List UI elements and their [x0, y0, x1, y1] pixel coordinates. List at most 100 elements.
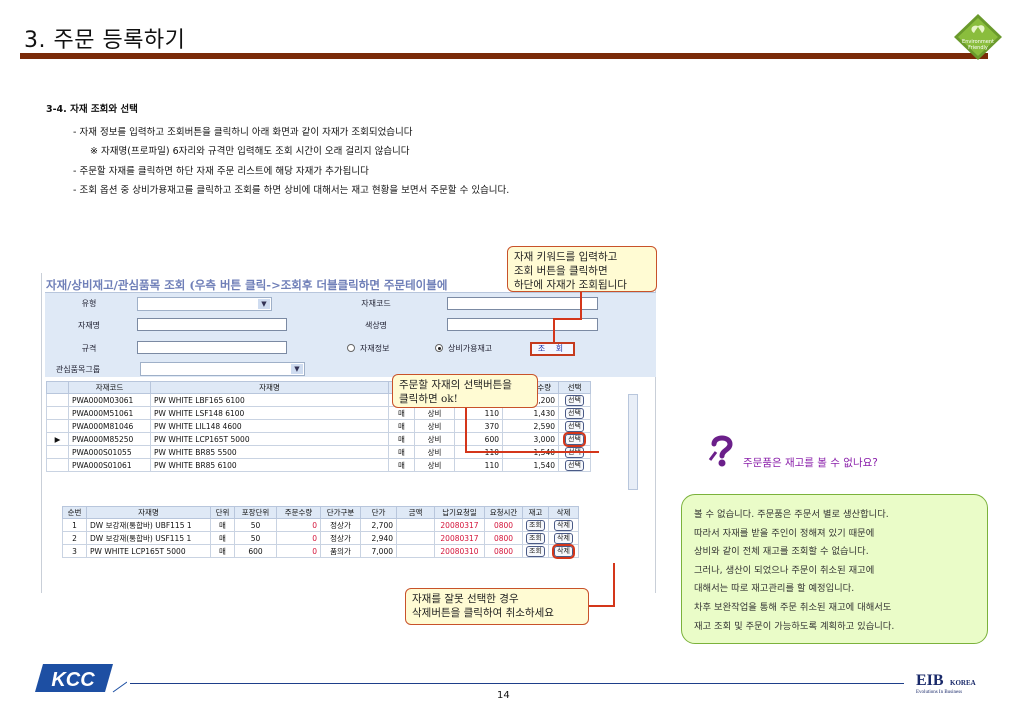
col-header: 금액: [396, 506, 435, 519]
kind-cell: 상비: [414, 419, 455, 433]
callout-search-tip: 자재 키워드를 입력하고 조회 버튼을 클릭하면 하단에 자재가 조회됩니다: [507, 246, 657, 292]
qa-answer-line: 재고 조회 및 주문이 가능하도록 계획하고 있습니다.: [694, 620, 895, 632]
select-button[interactable]: 선택: [565, 420, 584, 432]
svg-text:Environment: Environment: [962, 39, 994, 45]
delete-button[interactable]: 삭제: [554, 532, 573, 544]
order-date-cell[interactable]: 20080317: [434, 518, 485, 532]
radio-material-info[interactable]: [347, 344, 355, 352]
order-name-cell: DW 보강재(통합바) USF115 1: [86, 531, 211, 545]
order-qty-cell[interactable]: 0: [276, 544, 321, 558]
search-button[interactable]: 조 회: [530, 342, 575, 356]
order-time-cell[interactable]: 0800: [484, 518, 523, 532]
radio-material-info-label: 자재정보: [360, 344, 390, 353]
svg-text:KCC: KCC: [51, 669, 95, 691]
order-date-cell[interactable]: 20080317: [434, 531, 485, 545]
results-table: 자재코드 자재명 단 가용재고수량 선택 PWA000M03061 PW WHI…: [46, 381, 591, 472]
color-name-input[interactable]: [447, 318, 598, 331]
order-time-cell[interactable]: 0800: [484, 544, 523, 558]
stock-query-button[interactable]: 조회: [526, 519, 545, 531]
col-header: 단가구분: [320, 506, 361, 519]
callout-1-connector: [580, 290, 582, 318]
delete-cell: 삭제: [548, 531, 579, 545]
select-button[interactable]: 선택: [565, 459, 584, 471]
callout-2-connector: [465, 451, 599, 453]
kcc-logo: KCC: [35, 662, 128, 694]
delete-button[interactable]: 삭제: [554, 519, 573, 531]
svg-text:EIB: EIB: [916, 672, 944, 689]
callout-select-tip: 주문할 자재의 선택버튼을 클릭하면 ok!: [392, 374, 538, 408]
order-price-cell: 2,940: [360, 531, 397, 545]
stock-query-button[interactable]: 조회: [526, 532, 545, 544]
label-material-name: 자재명: [77, 321, 101, 330]
select-button[interactable]: 선택: [565, 394, 584, 406]
col-header: 자재명: [150, 381, 389, 394]
row-indicator: [46, 458, 69, 472]
col-header: 포장단위: [234, 506, 277, 519]
order-no-cell: 2: [62, 531, 87, 545]
material-name-cell: PW WHITE BR85 6100: [150, 458, 389, 472]
row-indicator: [46, 406, 69, 420]
callout-text: 삭제버튼을 클릭하여 취소하세요: [412, 607, 554, 619]
kind-cell: 상비: [414, 432, 455, 446]
order-pack-cell: 50: [234, 531, 277, 545]
col-header: 요청시간: [484, 506, 523, 519]
pack-cell: 370: [454, 419, 503, 433]
row-indicator-header: [46, 381, 69, 394]
order-date-cell[interactable]: 20080310: [434, 544, 485, 558]
type-select[interactable]: ▼: [137, 297, 272, 311]
table-row[interactable]: ▶ PWA000M85250 PW WHITE LCP165T 5000 매 상…: [46, 431, 591, 447]
order-price-type-cell: 정상가: [320, 531, 361, 545]
order-table-wrap: 순번 자재명 단위 포장단위 주문수량 단가구분 단가 금액 납기요청일 요청시…: [62, 506, 579, 559]
interest-group-select[interactable]: ▼: [140, 362, 305, 376]
callout-delete-tip: 자재를 잘못 선택한 경우 삭제버튼을 클릭하여 취소하세요: [405, 588, 589, 625]
qa-answer-box: 볼 수 없습니다. 주문품은 주문서 별로 생산합니다. 따라서 자재를 받을 …: [681, 494, 988, 644]
order-pack-cell: 50: [234, 518, 277, 532]
order-amount-cell: [396, 531, 435, 545]
results-scrollbar[interactable]: [628, 394, 638, 490]
kind-cell: 상비: [414, 406, 455, 420]
stock-cell: 2,590: [502, 419, 559, 433]
screen-right-border: [655, 273, 656, 593]
order-unit-cell: 매: [210, 531, 235, 545]
pack-cell: 110: [454, 406, 503, 420]
eib-korea-logo: EIB KOREA Evolutions In Business: [906, 667, 986, 697]
order-price-type-cell: 정상가: [320, 518, 361, 532]
callout-text: 하단에 자재가 조회됩니다: [514, 279, 627, 291]
material-code-input[interactable]: [447, 297, 598, 310]
callout-text: 조회 버튼을 클릭하면: [514, 265, 608, 277]
table-row[interactable]: 2 DW 보강재(통합바) USF115 1 매 50 0 정상가 2,940 …: [62, 531, 579, 545]
select-button[interactable]: 선택: [563, 431, 586, 447]
select-button[interactable]: 선택: [565, 407, 584, 419]
qa-answer-line: 그러나, 생산이 되었으나 주문이 취소된 재고에: [694, 564, 875, 576]
screen-left-border: [41, 273, 42, 593]
unit-cell: 매: [388, 406, 415, 420]
stock-query-button[interactable]: 조회: [526, 545, 545, 557]
table-row[interactable]: 1 DW 보강재(통합바) UBF115 1 매 50 0 정상가 2,700 …: [62, 518, 579, 532]
environment-friendly-logo: Environment Friendly: [952, 12, 1004, 62]
label-spec: 규격: [81, 344, 97, 353]
results-table-wrap: 자재코드 자재명 단 가용재고수량 선택 PWA000M03061 PW WHI…: [46, 381, 591, 472]
material-name-input[interactable]: [137, 318, 287, 331]
order-qty-cell[interactable]: 0: [276, 531, 321, 545]
label-material-code: 자재코드: [361, 299, 391, 308]
radio-available-stock[interactable]: [435, 344, 443, 352]
table-row[interactable]: 3 PW WHITE LCP165T 5000 매 600 0 품의가 7,00…: [62, 543, 579, 559]
qa-answer-line: 차후 보완작업을 통해 주문 취소된 재고에 대해서도: [694, 601, 892, 613]
table-row[interactable]: PWA000S01061 PW WHITE BR85 6100 매 상비 110…: [46, 458, 591, 472]
delete-button[interactable]: 삭제: [552, 543, 575, 559]
table-row[interactable]: PWA000M51061 PW WHITE LSF148 6100 매 상비 1…: [46, 406, 591, 420]
unit-cell: 매: [388, 432, 415, 446]
select-cell: 선택: [558, 393, 591, 407]
spec-input[interactable]: [137, 341, 287, 354]
row-indicator: [46, 445, 69, 459]
order-time-cell[interactable]: 0800: [484, 531, 523, 545]
intro-bullet-2: - 주문할 자재를 클릭하면 하단 자재 주문 리스트에 해당 자재가 추가됩니…: [73, 166, 369, 177]
order-qty-cell[interactable]: 0: [276, 518, 321, 532]
callout-2-connector: [465, 405, 467, 453]
material-name-cell: PW WHITE LSF148 6100: [150, 406, 389, 420]
order-unit-cell: 매: [210, 518, 235, 532]
intro-note-1: ※ 자재명(프로파일) 6자리와 규격만 입력해도 조회 시간이 오래 걸리지 …: [90, 146, 410, 157]
table-row[interactable]: PWA000M81046 PW WHITE LIL148 4600 매 상비 3…: [46, 419, 591, 433]
select-cell: 선택: [558, 406, 591, 420]
kind-cell: 상비: [414, 445, 455, 459]
